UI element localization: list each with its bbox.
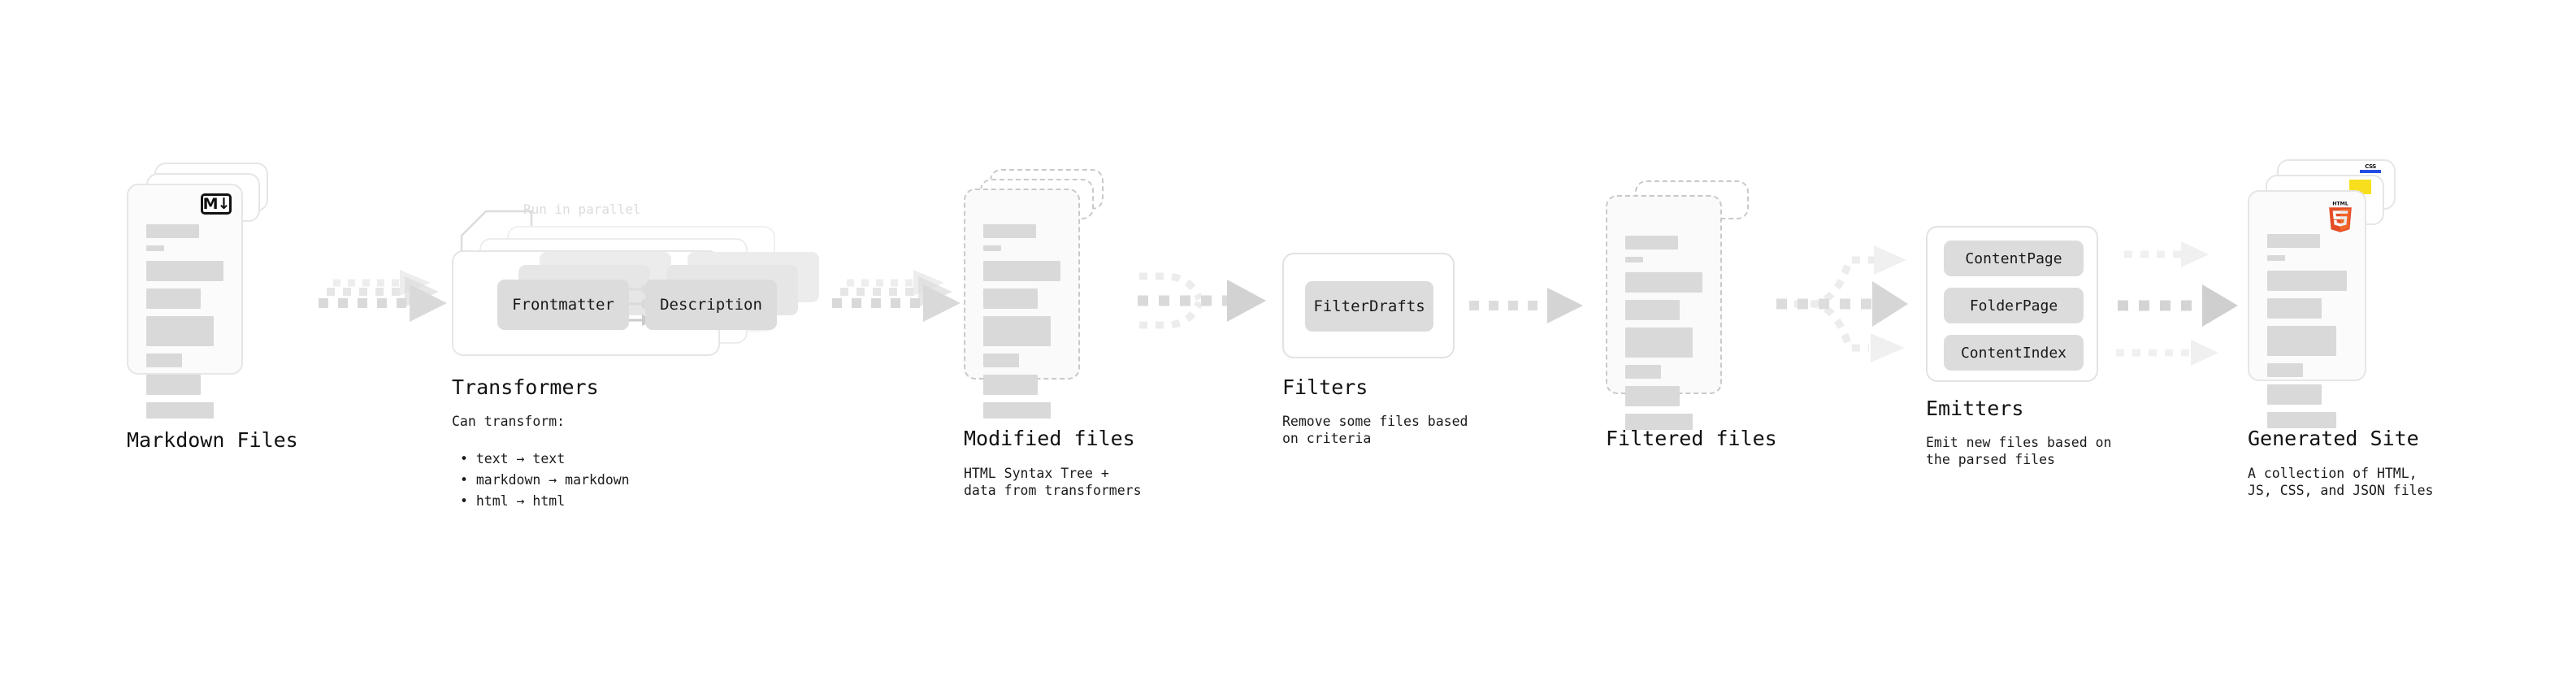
emitter-pill-contentindex[interactable]: ContentIndex bbox=[1944, 335, 2084, 371]
transformers-subtitle: Can transform: bbox=[452, 414, 566, 429]
generated-site-title: Generated Site bbox=[2248, 427, 2419, 450]
connector-transformers-to-modified bbox=[832, 270, 961, 322]
markdown-files-title: Markdown Files bbox=[127, 428, 298, 452]
generated-site-subtitle: A collection of HTML, JS, CSS, and JSON … bbox=[2248, 466, 2434, 498]
transformer-pill-description[interactable]: Description bbox=[645, 280, 777, 330]
bullet-dot: • bbox=[460, 472, 476, 488]
transformer-pill-description-label: Description bbox=[660, 296, 762, 314]
transformer-pill-frontmatter-label: Frontmatter bbox=[512, 296, 614, 314]
css-icon-label: CSS bbox=[2365, 163, 2376, 170]
html5-icon: HTML bbox=[2329, 201, 2352, 232]
markdown-icon: M↓ bbox=[201, 193, 232, 215]
filtered-card-content bbox=[1625, 236, 1702, 437]
connector-filtered-to-emitters bbox=[1776, 245, 1908, 362]
bullet-dot: • bbox=[460, 493, 476, 509]
emitter-pill-folderpage-label: FolderPage bbox=[1969, 297, 2058, 314]
markdown-card-content bbox=[146, 224, 223, 426]
connector-emitters-to-site bbox=[2116, 241, 2238, 366]
filter-pill-filterdrafts[interactable]: FilterDrafts bbox=[1305, 281, 1433, 332]
filters-title: Filters bbox=[1282, 375, 1368, 399]
transformers-bullet-0-label: text → text bbox=[475, 451, 566, 466]
connector-modified-to-filters bbox=[1138, 272, 1266, 329]
transformers-title: Transformers bbox=[452, 375, 599, 399]
connector-markdown-to-transformers bbox=[319, 270, 447, 322]
css-icon: CSS bbox=[2360, 163, 2381, 175]
emitters-box[interactable]: ContentPage FolderPage ContentIndex bbox=[1926, 226, 2098, 382]
transformers-bullet-2-label: html → html bbox=[475, 493, 566, 509]
emitters-title: Emitters bbox=[1926, 397, 2024, 420]
html5-icon-caption: HTML bbox=[2332, 201, 2348, 206]
emitters-subtitle: Emit new files based on the parsed files bbox=[1926, 435, 2112, 467]
emitter-pill-contentpage-label: ContentPage bbox=[1965, 249, 2062, 267]
bullet-dot: • bbox=[460, 451, 476, 466]
filters-box[interactable]: FilterDrafts bbox=[1282, 253, 1455, 358]
connector-filters-to-filtered bbox=[1469, 288, 1583, 323]
emitter-pill-contentindex-label: ContentIndex bbox=[1960, 344, 2067, 362]
markdown-card-front[interactable]: M↓ bbox=[127, 184, 243, 419]
modified-files-subtitle: HTML Syntax Tree + data from transformer… bbox=[964, 466, 1142, 498]
generated-card-front-html[interactable]: HTML bbox=[2248, 190, 2366, 428]
modified-card-content bbox=[983, 224, 1060, 426]
filters-subtitle: Remove some files based on criteria bbox=[1282, 414, 1468, 446]
transformers-bullet-1: • markdown → markdown bbox=[460, 454, 630, 488]
modified-card-front[interactable] bbox=[964, 189, 1080, 419]
markdown-icon-glyph: M↓ bbox=[202, 195, 231, 213]
filter-pill-filterdrafts-label: FilterDrafts bbox=[1313, 297, 1425, 315]
run-in-parallel-bracket bbox=[460, 210, 533, 252]
transformers-bullet-0: • text → text bbox=[460, 433, 565, 467]
filtered-card-front[interactable] bbox=[1606, 195, 1722, 430]
css-icon-bar bbox=[2360, 170, 2381, 173]
transformers-bullet-2: • html → html bbox=[460, 475, 565, 510]
modified-files-title: Modified files bbox=[964, 427, 1135, 450]
generated-card-content bbox=[2267, 234, 2347, 436]
run-in-parallel-label: Run in parallel bbox=[523, 202, 641, 217]
transformer-pill-frontmatter[interactable]: Frontmatter bbox=[497, 280, 629, 330]
filtered-files-title: Filtered files bbox=[1606, 427, 1777, 450]
emitter-pill-folderpage[interactable]: FolderPage bbox=[1944, 288, 2084, 323]
transformers-bullet-1-label: markdown → markdown bbox=[475, 472, 630, 488]
emitter-pill-contentpage[interactable]: ContentPage bbox=[1944, 241, 2084, 276]
